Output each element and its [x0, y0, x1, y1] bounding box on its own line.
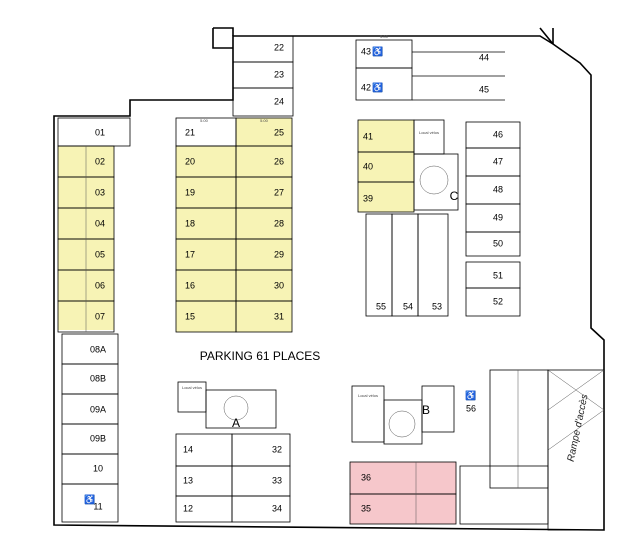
space-label-19: 19 — [185, 187, 195, 197]
space-label-51: 51 — [493, 270, 503, 280]
dim-label: 5.00 — [380, 34, 389, 39]
stair-label-a: A — [232, 416, 240, 430]
space-label-18: 18 — [185, 218, 195, 228]
stair-label-c: C — [450, 189, 459, 203]
stair-b-room — [383, 399, 423, 445]
space-label-04: 04 — [95, 218, 105, 228]
space-label-13: 13 — [183, 475, 193, 485]
stair-c — [413, 153, 459, 211]
local-velos-b-label: Local vélos — [358, 393, 378, 398]
space-label-09B: 09B — [90, 433, 106, 443]
space-label-30: 30 — [274, 280, 284, 290]
stair-b-lobby — [421, 385, 455, 433]
space-row-top-right — [355, 39, 505, 101]
ramp-label: Rampe d'accès — [566, 393, 591, 462]
space-label-25: 25 — [274, 127, 284, 137]
stair-b-spiral — [388, 410, 416, 438]
space-label-27: 27 — [274, 187, 284, 197]
space-label-16: 16 — [185, 280, 195, 290]
space-label-22: 22 — [274, 42, 284, 52]
space-label-34: 34 — [272, 503, 282, 513]
yellow-zone-25 — [236, 118, 292, 146]
space-label-36: 36 — [361, 472, 371, 482]
wall-corner-ne — [539, 27, 554, 45]
space-label-12: 12 — [183, 503, 193, 513]
space-label-24: 24 — [274, 96, 284, 106]
outer-wall — [53, 28, 605, 531]
wheelchair-icon-11: ♿ — [84, 493, 95, 504]
space-label-42: 42 — [361, 82, 371, 92]
space-label-17: 17 — [185, 249, 195, 259]
space-label-07: 07 — [95, 311, 105, 321]
stair-c-spiral — [419, 165, 449, 195]
space-label-33: 33 — [272, 475, 282, 485]
space-label-35: 35 — [361, 503, 371, 513]
space-label-03: 03 — [95, 187, 105, 197]
space-column-left — [57, 145, 115, 333]
space-label-53: 53 — [432, 301, 442, 311]
space-label-40: 40 — [363, 161, 373, 171]
space-label-20: 20 — [185, 156, 195, 166]
space-label-28: 28 — [274, 218, 284, 228]
space-label-31: 31 — [274, 311, 284, 321]
space-label-01: 01 — [95, 127, 105, 137]
space-label-15: 15 — [185, 311, 195, 321]
yellow-zone-right — [358, 120, 414, 212]
space-column-top — [232, 35, 294, 117]
space-label-09A: 09A — [90, 404, 106, 414]
space-label-05: 05 — [95, 249, 105, 259]
space-label-48: 48 — [493, 184, 503, 194]
local-velos-c — [413, 119, 445, 155]
space-label-56: 56 — [466, 403, 476, 413]
space-label-49: 49 — [493, 212, 503, 222]
space-label-39: 39 — [363, 193, 373, 203]
page-title: PARKING 61 PLACES — [200, 349, 321, 363]
local-velos-a-label: Local vélos — [182, 385, 202, 390]
pink-zone — [350, 462, 456, 524]
wheelchair-icon-43: ♿ — [372, 45, 383, 56]
local-velos-c-label: Local vélos — [419, 130, 439, 135]
space-label-32: 32 — [272, 444, 282, 454]
space-column-right — [465, 121, 521, 317]
space-label-10: 10 — [93, 463, 103, 473]
space-grid-center — [175, 145, 293, 333]
space-label-41: 41 — [363, 131, 373, 141]
space-label-11: 11 — [93, 501, 102, 511]
space-label-52: 52 — [493, 296, 503, 306]
space-label-46: 46 — [493, 129, 503, 139]
stair-label-b: B — [422, 403, 430, 417]
ramp-hatch-3 — [547, 409, 605, 451]
space-label-44: 44 — [479, 52, 489, 62]
space-label-14: 14 — [183, 444, 193, 454]
wheelchair-icon-56: ♿ — [465, 389, 476, 400]
space-label-50: 50 — [493, 238, 503, 248]
space-label-21: 21 — [185, 127, 195, 137]
ramp-side-bays — [459, 369, 549, 525]
space-label-47: 47 — [493, 156, 503, 166]
space-label-45: 45 — [479, 84, 489, 94]
outer-wall-top-left — [213, 27, 234, 36]
space-row-53-55 — [365, 213, 449, 317]
stair-a-room — [205, 389, 277, 429]
wheelchair-icon-42: ♿ — [372, 81, 383, 92]
space-label-54: 54 — [403, 301, 413, 311]
space-block-35-36 — [349, 461, 457, 525]
space-label-02: 02 — [95, 156, 105, 166]
space-grid-lower-center — [175, 433, 291, 523]
space-label-55: 55 — [376, 301, 386, 311]
space-label-43: 43 — [361, 46, 371, 56]
space-label-06: 06 — [95, 280, 105, 290]
space-label-08A: 08A — [90, 344, 106, 354]
space-label-29: 29 — [274, 249, 284, 259]
space-label-23: 23 — [274, 69, 284, 79]
space-column-left-lower — [61, 333, 119, 523]
dim-label: 5.00 — [200, 118, 209, 123]
stair-a-spiral — [223, 395, 249, 421]
ramp-hatch-2 — [547, 369, 605, 411]
space-label-26: 26 — [274, 156, 284, 166]
dim-label: 5.00 — [260, 118, 269, 123]
space-label-08B: 08B — [90, 373, 106, 383]
